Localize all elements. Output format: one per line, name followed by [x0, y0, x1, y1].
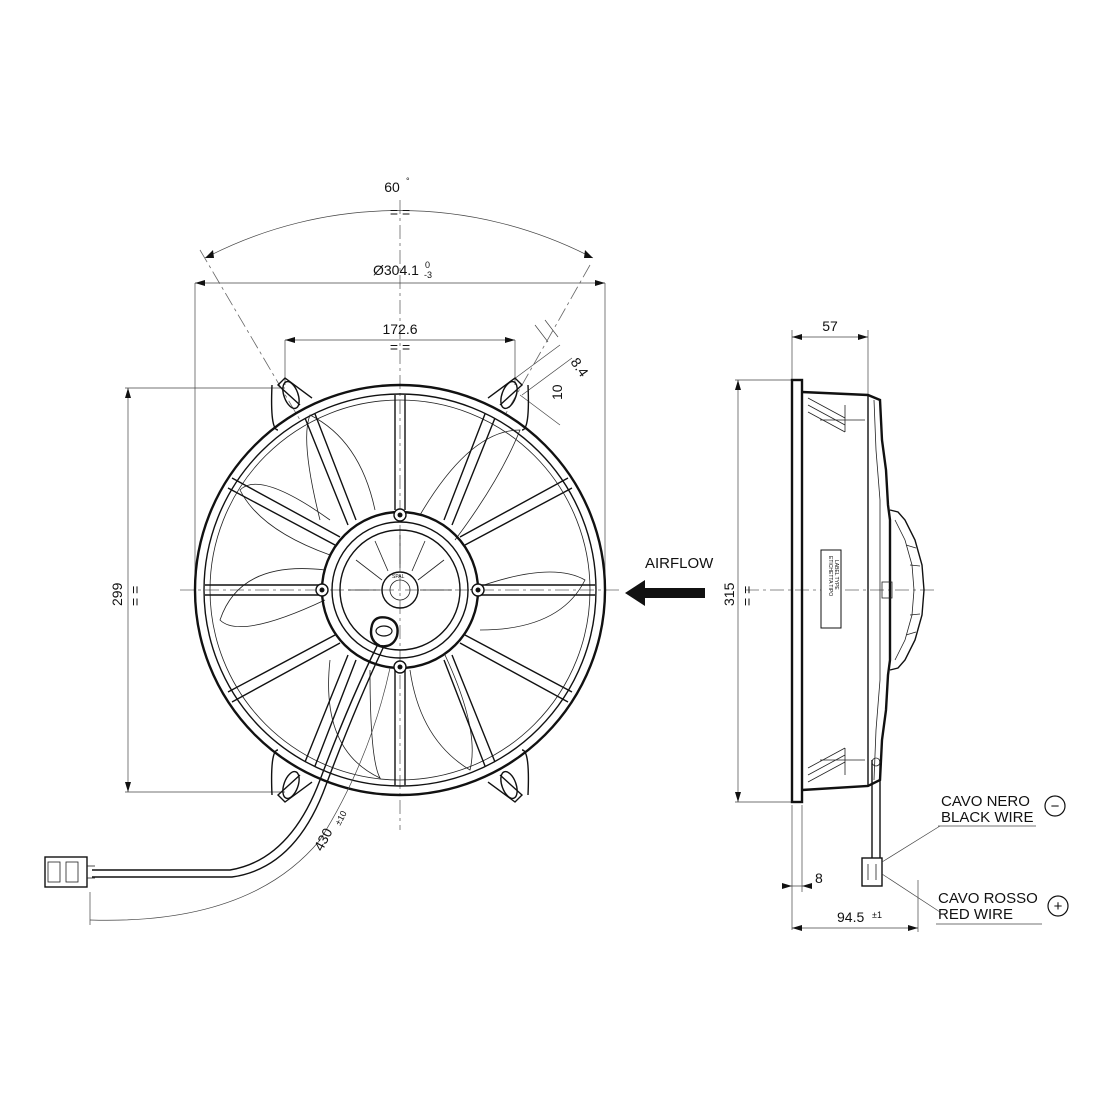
- depth-57-value: 57: [822, 318, 838, 334]
- airflow-indicator: AIRFLOW: [625, 555, 714, 606]
- height-315-equal-mark: = =: [739, 586, 755, 606]
- depth-total-tol: ±1: [872, 910, 882, 920]
- diameter-value: Ø304.1: [373, 262, 419, 278]
- slot-offset-value: 10: [549, 384, 565, 400]
- depth-8-value: 8: [815, 870, 823, 886]
- angle-value: 60: [384, 179, 400, 195]
- cable-length-value: 430: [311, 825, 336, 853]
- hole-spacing-equal-mark: = =: [390, 339, 410, 355]
- red-wire-label-en: RED WIRE: [938, 906, 1013, 923]
- label-type-it: ETICHETTA TIPO: [827, 556, 833, 596]
- diameter-tol-upper: 0: [425, 260, 430, 270]
- angle-equal-mark: = =: [390, 204, 410, 220]
- shroud-inner-ring: [203, 393, 597, 787]
- height-315-value: 315: [721, 582, 737, 606]
- black-wire-leader: [881, 825, 941, 863]
- black-wire-label-it: CAVO NERO: [941, 793, 1030, 810]
- front-view: 60 ° = = Ø304.1 0 -3 172.6 = = 8.4 10: [44, 176, 620, 925]
- minus-icon: [1044, 795, 1066, 817]
- plus-icon: [1047, 895, 1069, 917]
- label-type-en: LABEL TYPE: [833, 560, 839, 590]
- mounting-ear-top-right: [487, 377, 530, 431]
- side-view: 315 = = 57: [721, 318, 941, 932]
- motor: SPAL: [315, 508, 485, 674]
- label-tag: [820, 549, 842, 629]
- shroud-outer-ring: [193, 383, 607, 797]
- hole-spacing-value: 172.6: [382, 321, 417, 337]
- side-ribs-top: [801, 397, 865, 433]
- cable: [44, 643, 385, 888]
- side-motor-profile: [889, 509, 925, 671]
- red-wire-label-it: CAVO ROSSO: [938, 890, 1038, 907]
- mounting-ear-bottom-left: [270, 749, 313, 803]
- plus-symbol: +: [1054, 898, 1063, 915]
- cable-length-dimension: [89, 667, 391, 921]
- cable-grommet: [369, 616, 399, 648]
- side-flange: [790, 378, 804, 804]
- motor-brand: SPAL: [392, 574, 405, 580]
- side-shroud-body: [801, 390, 892, 792]
- minus-symbol: −: [1051, 798, 1060, 815]
- black-wire-label-en: BLACK WIRE: [941, 809, 1034, 826]
- diameter-tol-lower: -3: [424, 270, 432, 280]
- height-299-equal-mark: = =: [127, 586, 143, 606]
- mounting-ear-top-left: [270, 377, 313, 431]
- airflow-arrow-icon: [625, 580, 705, 606]
- depth-total-value: 94.5: [837, 909, 864, 925]
- fan-blades: [219, 414, 586, 779]
- mounting-ear-bottom-right: [487, 749, 530, 803]
- height-299-value: 299: [109, 582, 125, 606]
- angle-arc: [204, 210, 594, 259]
- side-connector: [861, 857, 883, 887]
- airflow-label: AIRFLOW: [645, 555, 714, 572]
- angle-unit: °: [406, 176, 410, 186]
- side-ribs-bottom: [807, 747, 865, 783]
- cable-length-tol: ±10: [333, 809, 349, 827]
- support-spokes: [205, 395, 595, 785]
- red-wire-leader: [881, 873, 941, 913]
- wire-legend: CAVO NERO BLACK WIRE − CAVO ROSSO RED WI…: [936, 793, 1069, 925]
